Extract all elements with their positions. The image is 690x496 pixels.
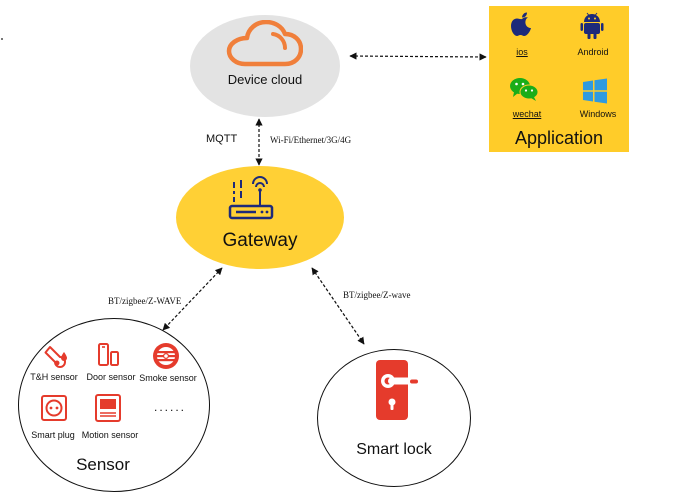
gateway-label: Gateway bbox=[222, 230, 298, 251]
door-lock-icon bbox=[376, 360, 418, 420]
android-icon bbox=[580, 12, 604, 39]
router-icon bbox=[228, 176, 274, 220]
sensor-link-label: BT/zigbee/Z-WAVE bbox=[108, 296, 182, 306]
sensor-motion-label: Motion sensor bbox=[81, 430, 139, 440]
network-label: Wi-Fi/Ethernet/3G/4G bbox=[270, 135, 352, 145]
sensor-th-label: T&H sensor bbox=[30, 372, 78, 382]
more-sensors-ellipsis: ...... bbox=[153, 400, 186, 414]
door-sensor-icon bbox=[98, 343, 119, 366]
platform-android-label: Android bbox=[577, 47, 609, 57]
windows-icon bbox=[583, 78, 607, 104]
smart-lock-label: Smart lock bbox=[356, 441, 432, 458]
thermometer-icon bbox=[44, 346, 67, 368]
platform-ios-label: ios bbox=[516, 47, 528, 57]
sensor-door-label: Door sensor bbox=[86, 372, 136, 382]
smoke-detector-icon bbox=[153, 343, 179, 369]
cloud-app-arrow bbox=[349, 52, 487, 61]
motion-sensor-icon bbox=[95, 394, 121, 422]
platform-wechat-label: wechat bbox=[512, 109, 542, 119]
platform-windows-label: Windows bbox=[579, 109, 617, 119]
wechat-icon bbox=[510, 78, 539, 101]
stray-mark bbox=[1, 38, 3, 40]
smart-plug-icon bbox=[41, 395, 67, 421]
application-title: Application bbox=[514, 128, 604, 148]
sensor-smoke-label: Smoke sensor bbox=[139, 373, 197, 383]
sensor-plug-label: Smart plug bbox=[31, 430, 75, 440]
cloud-icon bbox=[226, 20, 303, 67]
sensor-title: Sensor bbox=[76, 455, 130, 474]
apple-icon bbox=[511, 12, 531, 36]
device-cloud-label: Device cloud bbox=[227, 72, 303, 87]
mqtt-label: MQTT bbox=[206, 133, 238, 145]
gateway-sensor-arrow bbox=[162, 267, 223, 331]
gateway-lock-arrow bbox=[311, 267, 365, 345]
lock-link-label: BT/zigbee/Z-wave bbox=[343, 290, 411, 300]
